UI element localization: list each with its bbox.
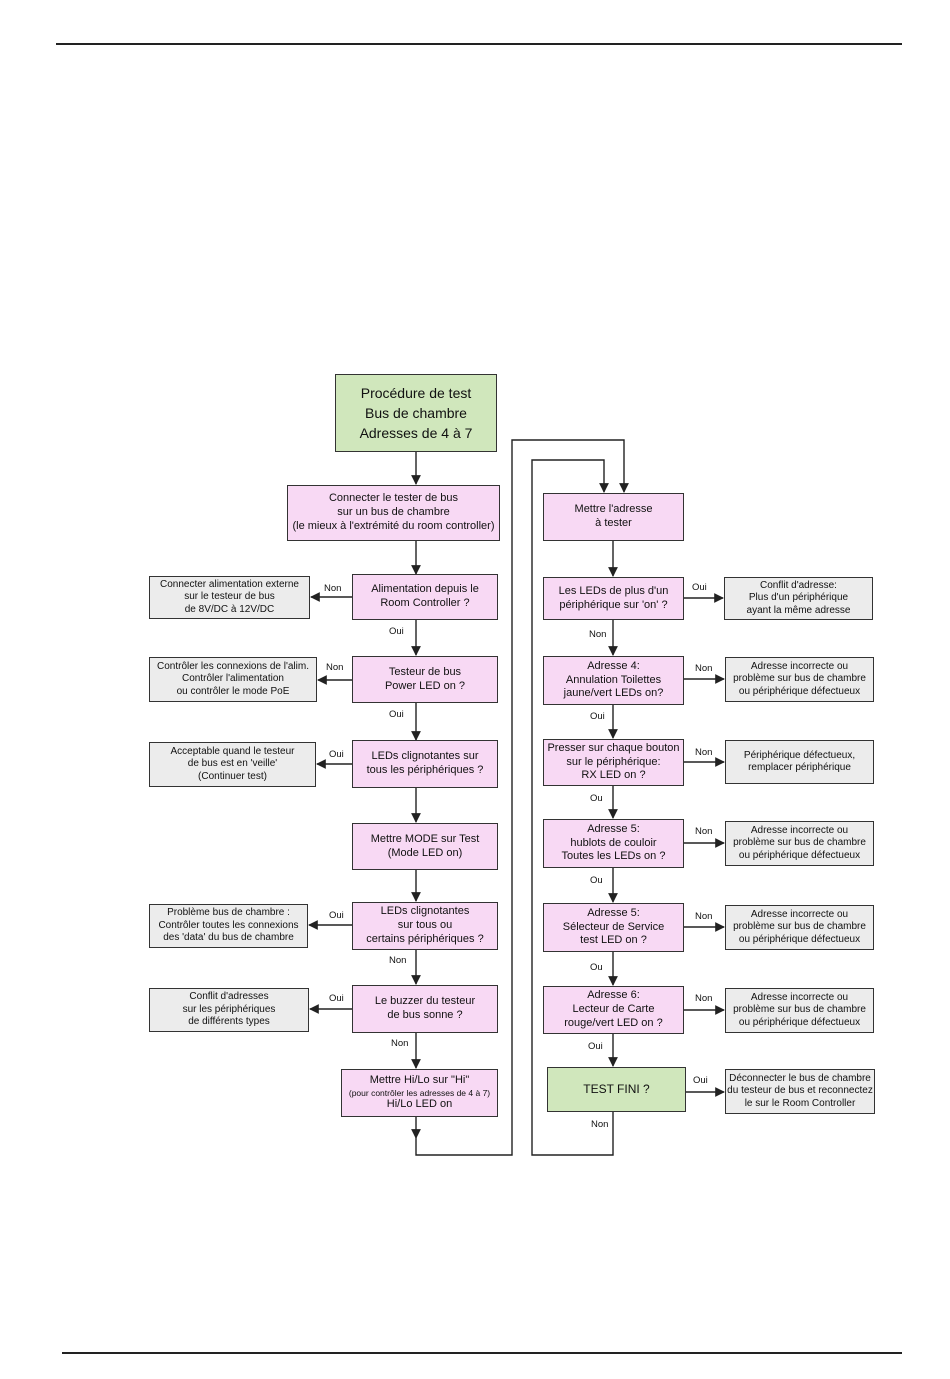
- addr5b-decision: Adresse 5: Sélecteur de Service test LED…: [543, 903, 684, 952]
- multi-leds-decision: Les LEDs de plus d'un périphérique sur '…: [543, 577, 684, 620]
- hilo-main-text: Mettre Hi/Lo sur "Hi": [369, 1073, 470, 1086]
- connect-tester-text: Connecter le tester de bus sur un bus de…: [292, 492, 495, 532]
- label-ledsall-oui: Oui: [329, 749, 344, 760]
- addr6-no-outcome: Adresse incorrecte ou problème sur bus d…: [725, 988, 874, 1033]
- multi-leds-decision-text: Les LEDs de plus d'un périphérique sur '…: [558, 584, 669, 611]
- loop-fini-no: [531, 459, 614, 1156]
- addr5b-no-text: Adresse incorrecte ou problème sur bus d…: [733, 908, 866, 945]
- flowchart-title: Procédure de test Bus de chambre Adresse…: [335, 374, 497, 452]
- buzzer-decision-text: Le buzzer du testeur de bus sonne ?: [374, 995, 476, 1021]
- buzzer-yes-outcome: Conflit d'adresses sur les périphériques…: [149, 988, 309, 1032]
- leds-all-decision-text: LEDs clignotantes sur tous les périphéri…: [366, 750, 484, 776]
- label-addr5b-ou: Ou: [590, 962, 603, 973]
- label-buzzer-non: Non: [391, 1038, 409, 1049]
- addr6-decision: Adresse 6: Lecteur de Carte rouge/vert L…: [543, 986, 684, 1034]
- power-decision-text: Testeur de bus Power LED on ?: [384, 665, 466, 692]
- addr4-decision-text: Adresse 4: Annulation Toilettes jaune/ve…: [563, 659, 664, 700]
- addr5a-no-outcome: Adresse incorrecte ou problème sur bus d…: [725, 821, 874, 866]
- label-addr4-oui: Oui: [590, 711, 605, 722]
- top-rule: [56, 43, 902, 45]
- press-button-decision: Presser sur chaque bouton sur le périphé…: [543, 739, 684, 786]
- fini-yes-text: Déconnecter le bus de chambre du testeur…: [727, 1072, 873, 1109]
- addr5a-no-text: Adresse incorrecte ou problème sur bus d…: [733, 824, 866, 861]
- press-no-text: Périphérique défectueux, remplacer périp…: [743, 749, 856, 774]
- label-multi-non: Non: [589, 629, 607, 640]
- label-fini-non: Non: [591, 1119, 609, 1130]
- set-address-text: Mettre l'adresse à tester: [574, 503, 653, 529]
- addr4-no-text: Adresse incorrecte ou problème sur bus d…: [733, 660, 866, 697]
- label-addr6-oui: Oui: [588, 1041, 603, 1052]
- label-multi-oui: Oui: [692, 582, 707, 593]
- hilo-last-text: Hi/Lo LED on: [386, 1098, 453, 1111]
- leds-all-decision: LEDs clignotantes sur tous les périphéri…: [352, 740, 498, 788]
- alim-no-outcome: Connecter alimentation externe sur le te…: [149, 576, 310, 619]
- label-ledssome-non: Non: [389, 955, 407, 966]
- flowchart-title-text: Procédure de test Bus de chambre Adresse…: [359, 384, 473, 442]
- bottom-rule: [62, 1352, 902, 1354]
- power-no-outcome: Contrôler les connexions de l'alim. Cont…: [149, 657, 317, 702]
- addr6-decision-text: Adresse 6: Lecteur de Carte rouge/vert L…: [564, 989, 663, 1029]
- label-addr5a-ou: Ou: [590, 875, 603, 886]
- mode-test-step: Mettre MODE sur Test (Mode LED on): [352, 823, 498, 870]
- label-ledssome-oui: Oui: [329, 910, 344, 921]
- leds-some-decision-text: LEDs clignotantes sur tous ou certains p…: [366, 905, 484, 945]
- power-no-text: Contrôler les connexions de l'alim. Cont…: [157, 660, 309, 697]
- multi-leds-yes-outcome: Conflit d'adresse: Plus d'un périphériqu…: [724, 577, 873, 620]
- addr6-no-text: Adresse incorrecte ou problème sur bus d…: [733, 991, 866, 1028]
- addr5b-no-outcome: Adresse incorrecte ou problème sur bus d…: [725, 905, 874, 950]
- alim-no-text: Connecter alimentation externe sur le te…: [160, 578, 299, 615]
- leds-all-yes-outcome: Acceptable quand le testeur de bus est e…: [149, 742, 316, 787]
- label-press-ou: Ou: [590, 793, 603, 804]
- label-addr5b-non: Non: [695, 911, 713, 922]
- alim-decision-text: Alimentation depuis le Room Controller ?: [371, 583, 479, 609]
- press-no-outcome: Périphérique défectueux, remplacer périp…: [725, 740, 874, 784]
- leds-all-yes-text: Acceptable quand le testeur de bus est e…: [170, 745, 295, 782]
- addr5a-decision: Adresse 5: hublots de couloir Toutes les…: [543, 819, 684, 868]
- label-press-non: Non: [695, 747, 713, 758]
- label-addr6-non: Non: [695, 993, 713, 1004]
- mode-test-text: Mettre MODE sur Test (Mode LED on): [370, 832, 480, 859]
- label-power-oui: Oui: [389, 709, 404, 720]
- test-fini-text: TEST FINI ?: [583, 1082, 650, 1096]
- label-alim-oui: Oui: [389, 626, 404, 637]
- alim-decision: Alimentation depuis le Room Controller ?: [352, 574, 498, 620]
- press-button-decision-text: Presser sur chaque bouton sur le périphé…: [547, 741, 680, 782]
- label-alim-non: Non: [324, 583, 342, 594]
- hilo-small-text: (pour contrôler les adresses de 4 à 7): [348, 1087, 491, 1098]
- test-fini-decision: TEST FINI ?: [547, 1067, 686, 1112]
- leds-some-decision: LEDs clignotantes sur tous ou certains p…: [352, 902, 498, 950]
- addr4-no-outcome: Adresse incorrecte ou problème sur bus d…: [725, 657, 874, 702]
- connect-tester-step: Connecter le tester de bus sur un bus de…: [287, 485, 500, 541]
- fini-yes-outcome: Déconnecter le bus de chambre du testeur…: [725, 1069, 875, 1114]
- buzzer-decision: Le buzzer du testeur de bus sonne ?: [352, 985, 498, 1033]
- label-buzzer-oui: Oui: [329, 993, 344, 1004]
- hilo-step: Mettre Hi/Lo sur "Hi" (pour contrôler le…: [341, 1069, 498, 1117]
- leds-some-yes-text: Problème bus de chambre : Contrôler tout…: [158, 907, 299, 944]
- addr4-decision: Adresse 4: Annulation Toilettes jaune/ve…: [543, 656, 684, 705]
- leds-some-yes-outcome: Problème bus de chambre : Contrôler tout…: [149, 904, 308, 948]
- loop-hilo-to-set: [415, 439, 629, 1156]
- set-address-step: Mettre l'adresse à tester: [543, 493, 684, 541]
- buzzer-yes-text: Conflit d'adresses sur les périphériques…: [182, 991, 276, 1028]
- multi-leds-yes-text: Conflit d'adresse: Plus d'un périphériqu…: [746, 579, 851, 616]
- label-power-non: Non: [326, 662, 344, 673]
- label-addr4-non: Non: [695, 663, 713, 674]
- power-decision: Testeur de bus Power LED on ?: [352, 656, 498, 703]
- addr5b-decision-text: Adresse 5: Sélecteur de Service test LED…: [562, 906, 665, 947]
- label-addr5a-non: Non: [695, 826, 713, 837]
- label-fini-oui: Oui: [693, 1075, 708, 1086]
- addr5a-decision-text: Adresse 5: hublots de couloir Toutes les…: [561, 822, 666, 863]
